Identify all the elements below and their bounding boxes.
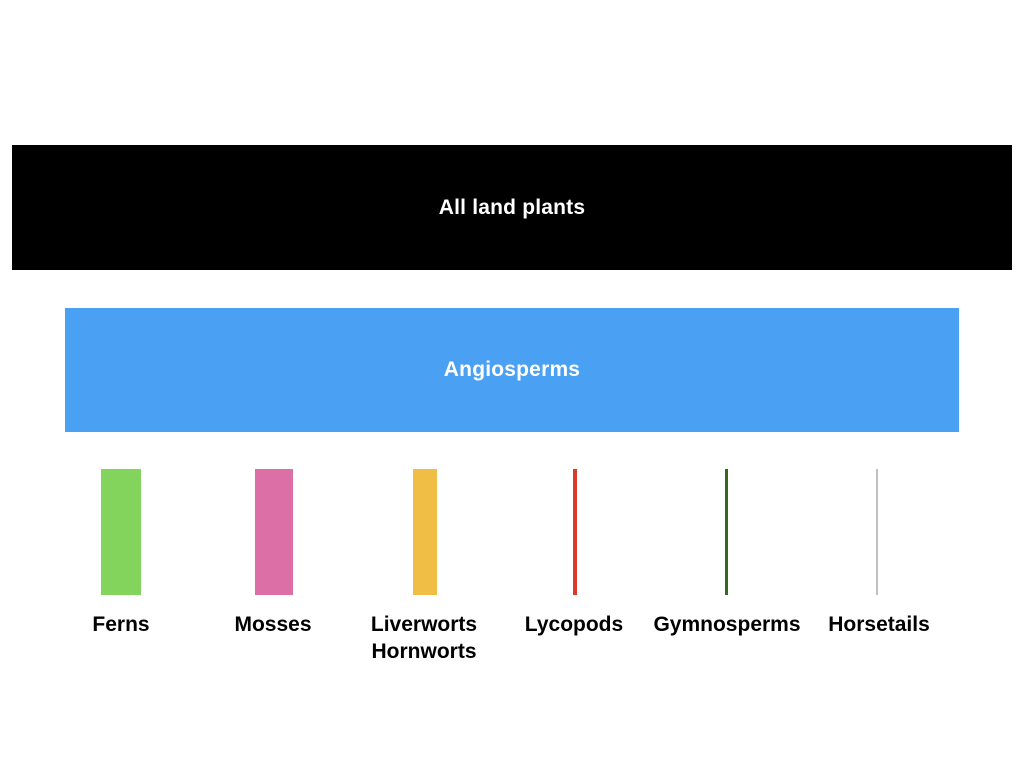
- lycopods-label: Lycopods: [524, 613, 624, 636]
- angiosperms-label: Angiosperms: [443, 358, 581, 381]
- gymnosperms-bar: [725, 469, 728, 595]
- all-land-plants-label: All land plants: [438, 195, 586, 219]
- horsetails-label: Horsetails: [828, 613, 930, 636]
- ferns-label: Ferns: [92, 613, 150, 636]
- mosses-bar: [255, 469, 293, 595]
- lycopods-bar: [573, 469, 577, 595]
- angiosperms-bar: Angiosperms: [65, 308, 959, 432]
- gymnosperms-label: Gymnosperms: [653, 613, 801, 636]
- liverworts-hornworts-bar: [413, 469, 437, 595]
- all-land-plants-bar: All land plants: [12, 145, 1012, 270]
- liverworts-hornworts-label: Liverworts Hornworts: [370, 613, 478, 663]
- ferns-bar: [101, 469, 141, 595]
- horsetails-bar: [876, 469, 878, 595]
- mosses-label: Mosses: [234, 613, 312, 636]
